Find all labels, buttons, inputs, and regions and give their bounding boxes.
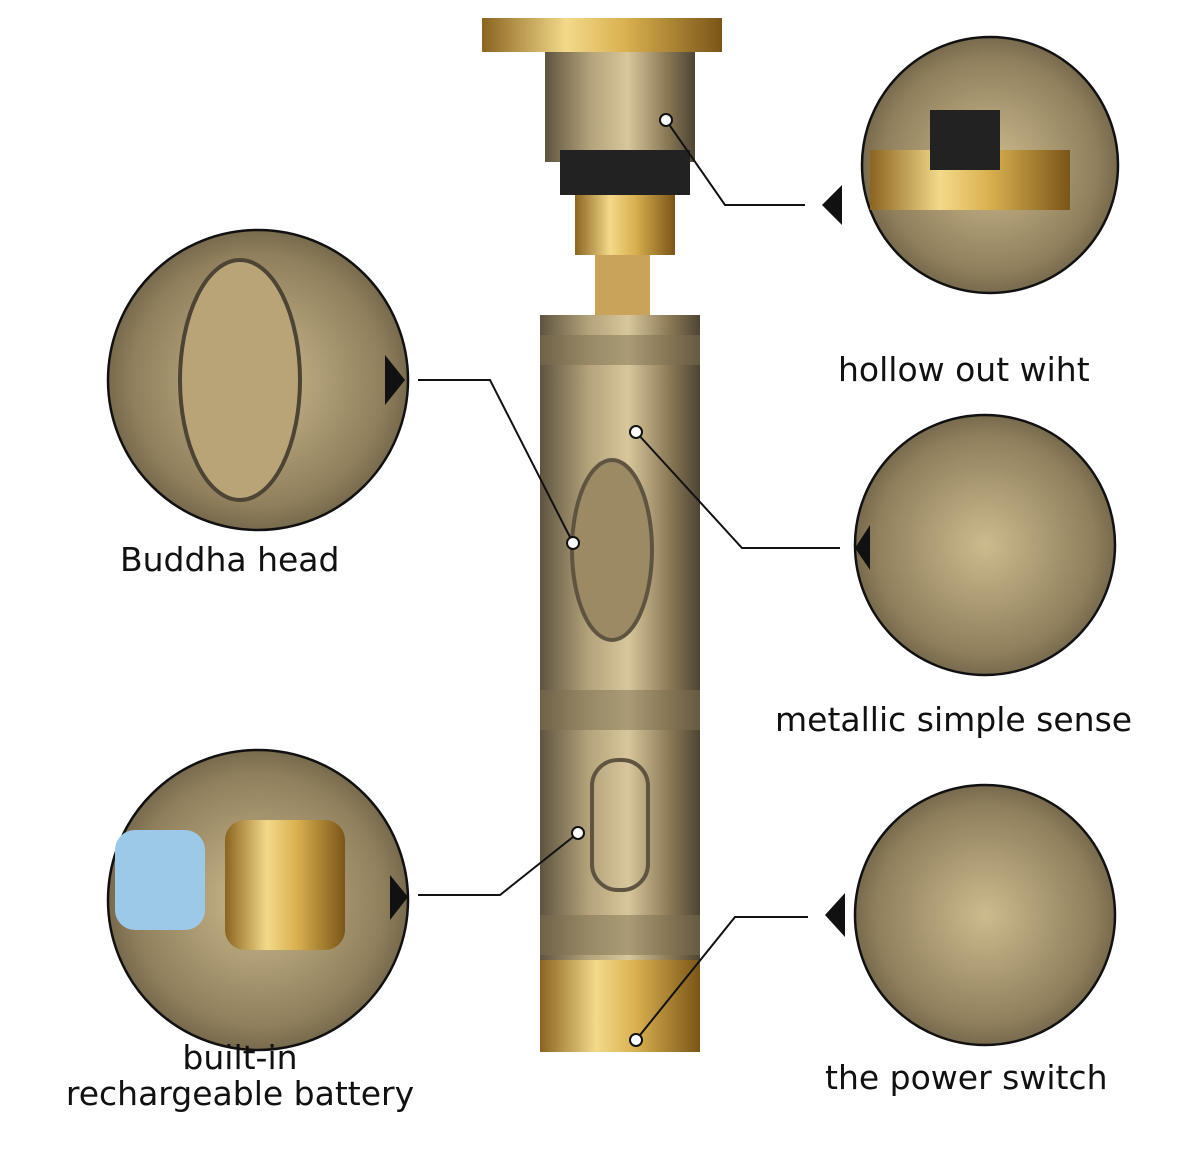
label-blade: hollow out wiht: [838, 350, 1090, 389]
detail-circle-switch: [853, 783, 1117, 1047]
label-metal: metallic simple sense: [775, 700, 1133, 739]
label-battery-line2: rechargeable battery: [65, 1074, 415, 1113]
label-switch: the power switch: [825, 1058, 1108, 1097]
detail-circle-metal: [853, 413, 1117, 677]
label-battery-line1: built-in: [182, 1038, 298, 1077]
label-battery: built-in rechargeable battery: [40, 1040, 440, 1112]
trimmer-head: [482, 18, 722, 315]
label-buddha: Buddha head: [120, 540, 340, 579]
callout-lines: [418, 119, 840, 1041]
trimmer-body: [540, 315, 700, 1052]
